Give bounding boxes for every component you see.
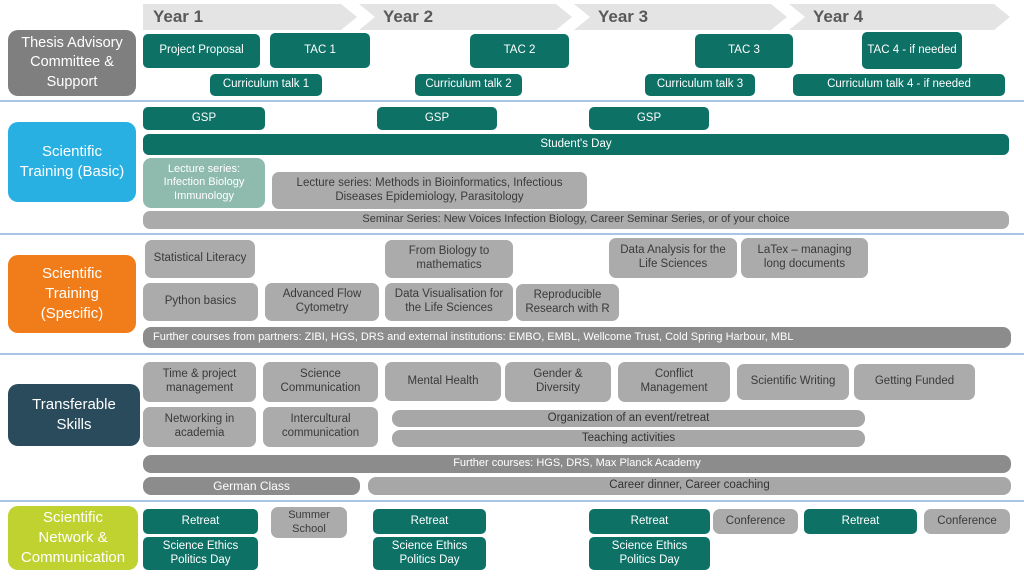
retreat-1-box: Retreat	[143, 509, 258, 534]
seminar-series-bar: Seminar Series: New Voices Infection Bio…	[143, 211, 1009, 229]
lecture-series-methods-box: Lecture series: Methods in Bioinformatic…	[272, 172, 587, 209]
section-divider-3	[0, 353, 1024, 355]
latex-box: LaTex – managing long documents	[741, 238, 868, 278]
category-transferable-skills: Transferable Skills	[8, 384, 140, 446]
curriculum-talk-3-box: Curriculum talk 3	[645, 74, 755, 96]
career-dinner-coaching-bar: Career dinner, Career coaching	[368, 477, 1011, 495]
time-project-management-box: Time & project management	[143, 362, 256, 402]
year-4-arrow: Year 4	[789, 4, 1010, 30]
category-training-specific: Scientific Training (Specific)	[8, 255, 136, 333]
mental-health-box: Mental Health	[385, 362, 501, 401]
year-2-label: Year 2	[383, 7, 434, 26]
scientific-writing-box: Scientific Writing	[737, 364, 849, 400]
gsp-3-box: GSP	[589, 107, 709, 130]
further-courses-hgs-bar: Further courses: HGS, DRS, Max Planck Ac…	[143, 455, 1011, 473]
year-1-arrow: Year 1	[143, 4, 357, 30]
curriculum-talk-4-box: Curriculum talk 4 - if needed	[793, 74, 1005, 96]
lecture-series-infection-box: Lecture series: Infection Biology Immuno…	[143, 158, 265, 208]
year-1-label: Year 1	[153, 7, 204, 26]
category-training-basic: Scientific Training (Basic)	[8, 122, 136, 202]
year-4-label: Year 4	[813, 7, 864, 26]
networking-academia-box: Networking in academia	[143, 407, 256, 447]
organization-event-retreat-bar: Organization of an event/retreat	[392, 410, 865, 427]
retreat-3-box: Retreat	[589, 509, 710, 534]
conflict-management-box: Conflict Management	[618, 362, 730, 402]
gender-diversity-box: Gender & Diversity	[505, 362, 611, 402]
science-ethics-3-box: Science Ethics Politics Day	[589, 537, 710, 570]
gsp-1-box: GSP	[143, 107, 265, 130]
german-class-bar: German Class	[143, 477, 360, 495]
section-divider-2	[0, 233, 1024, 235]
summer-school-box: Summer School	[271, 507, 347, 538]
curriculum-talk-1-box: Curriculum talk 1	[210, 74, 322, 96]
advanced-flow-cytometry-box: Advanced Flow Cytometry	[265, 283, 379, 321]
tac-2-box: TAC 2	[470, 34, 569, 68]
year-2-arrow: Year 2	[359, 4, 572, 30]
data-analysis-box: Data Analysis for the Life Sciences	[609, 238, 737, 278]
students-day-bar: Student's Day	[143, 134, 1009, 155]
science-communication-box: Science Communication	[263, 362, 378, 402]
category-network-communication: Scientific Network & Communication	[8, 506, 138, 570]
teaching-activities-bar: Teaching activities	[392, 430, 865, 447]
year-3-arrow: Year 3	[574, 4, 787, 30]
statistical-literacy-box: Statistical Literacy	[145, 240, 255, 278]
science-ethics-2-box: Science Ethics Politics Day	[373, 537, 486, 570]
gsp-2-box: GSP	[377, 107, 497, 130]
project-proposal-box: Project Proposal	[143, 34, 260, 68]
science-ethics-1-box: Science Ethics Politics Day	[143, 537, 258, 570]
curriculum-talk-2-box: Curriculum talk 2	[415, 74, 522, 96]
retreat-2-box: Retreat	[373, 509, 486, 534]
further-courses-partners-bar: Further courses from partners: ZIBI, HGS…	[143, 327, 1011, 348]
year-3-label: Year 3	[598, 7, 649, 26]
section-divider-1	[0, 100, 1024, 102]
tac-3-box: TAC 3	[695, 34, 793, 68]
biology-to-mathematics-box: From Biology to mathematics	[385, 240, 513, 278]
python-basics-box: Python basics	[143, 283, 258, 321]
data-visualisation-box: Data Visualisation for the Life Sciences	[385, 283, 513, 321]
intercultural-communication-box: Intercultural communication	[263, 407, 378, 447]
retreat-4-box: Retreat	[804, 509, 917, 534]
conference-2-box: Conference	[924, 509, 1010, 534]
section-divider-4	[0, 500, 1024, 502]
tac-4-box: TAC 4 - if needed	[862, 32, 962, 69]
getting-funded-box: Getting Funded	[854, 364, 975, 400]
reproducible-research-box: Reproducible Research with R	[516, 284, 619, 321]
conference-1-box: Conference	[713, 509, 798, 534]
tac-1-box: TAC 1	[270, 33, 370, 68]
category-advisory: Thesis Advisory Committee & Support	[8, 30, 136, 96]
